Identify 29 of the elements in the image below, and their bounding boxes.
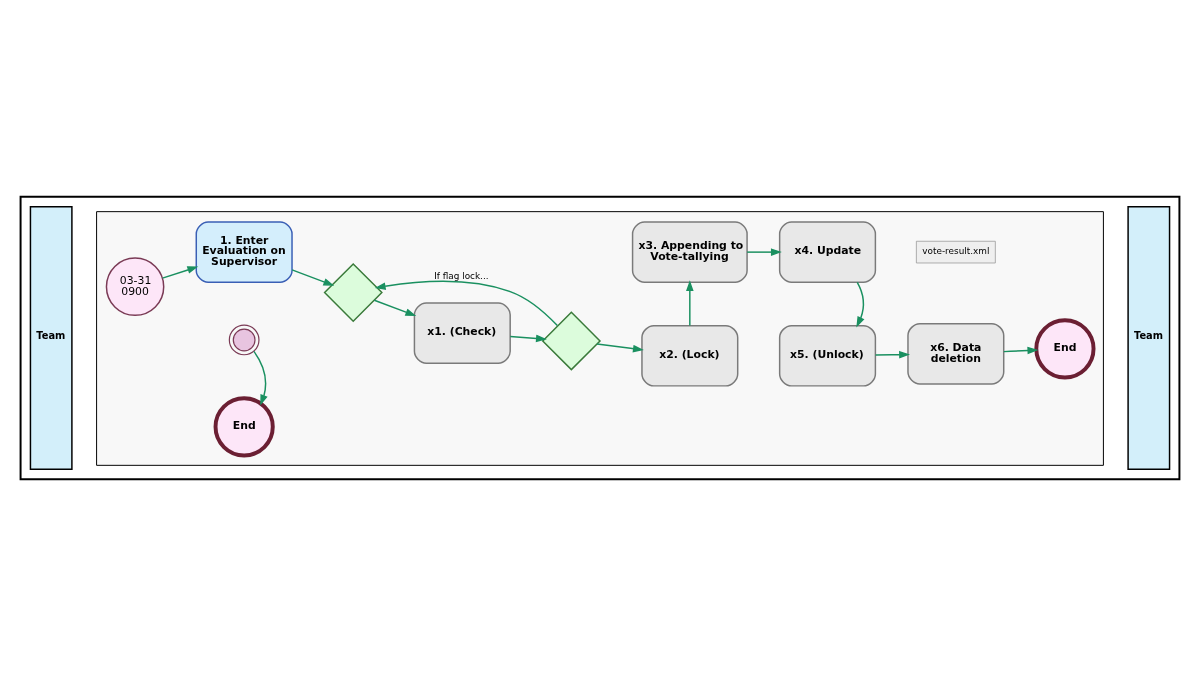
node-box: vote-result.xml [915, 240, 996, 263]
node-circle: 03-31 0900 [105, 256, 165, 316]
arrow [874, 350, 911, 358]
arrow [746, 247, 782, 256]
cluster [19, 195, 1181, 480]
arrow [686, 279, 694, 326]
node-diamond [541, 310, 602, 371]
node-box: x3. Appending to Vote-tallying [631, 220, 748, 283]
node-box: x5. (Unlock) [778, 324, 877, 387]
arrow [253, 350, 268, 405]
arrow [374, 280, 559, 326]
arrow [291, 268, 335, 286]
node-box: Team [1127, 205, 1171, 470]
node-box: 1. Enter Evaluation on Supervisor [195, 220, 293, 283]
node-box: x4. Update [778, 220, 877, 283]
arrow [596, 342, 644, 352]
node-box: x2. (Lock) [641, 324, 739, 387]
node-circle [228, 324, 260, 355]
node-box: x1. (Check) [413, 301, 511, 364]
arrow [161, 265, 199, 279]
node-circle: End [1034, 317, 1096, 379]
edge-label: If flag lock... [434, 270, 489, 281]
node-box: Team [29, 205, 73, 470]
node-box: x6. Data deletion [907, 322, 1005, 385]
arrow [1003, 346, 1039, 354]
arrow [373, 298, 417, 316]
arrow [509, 334, 547, 342]
arrow [856, 281, 865, 327]
cluster [96, 210, 1104, 466]
